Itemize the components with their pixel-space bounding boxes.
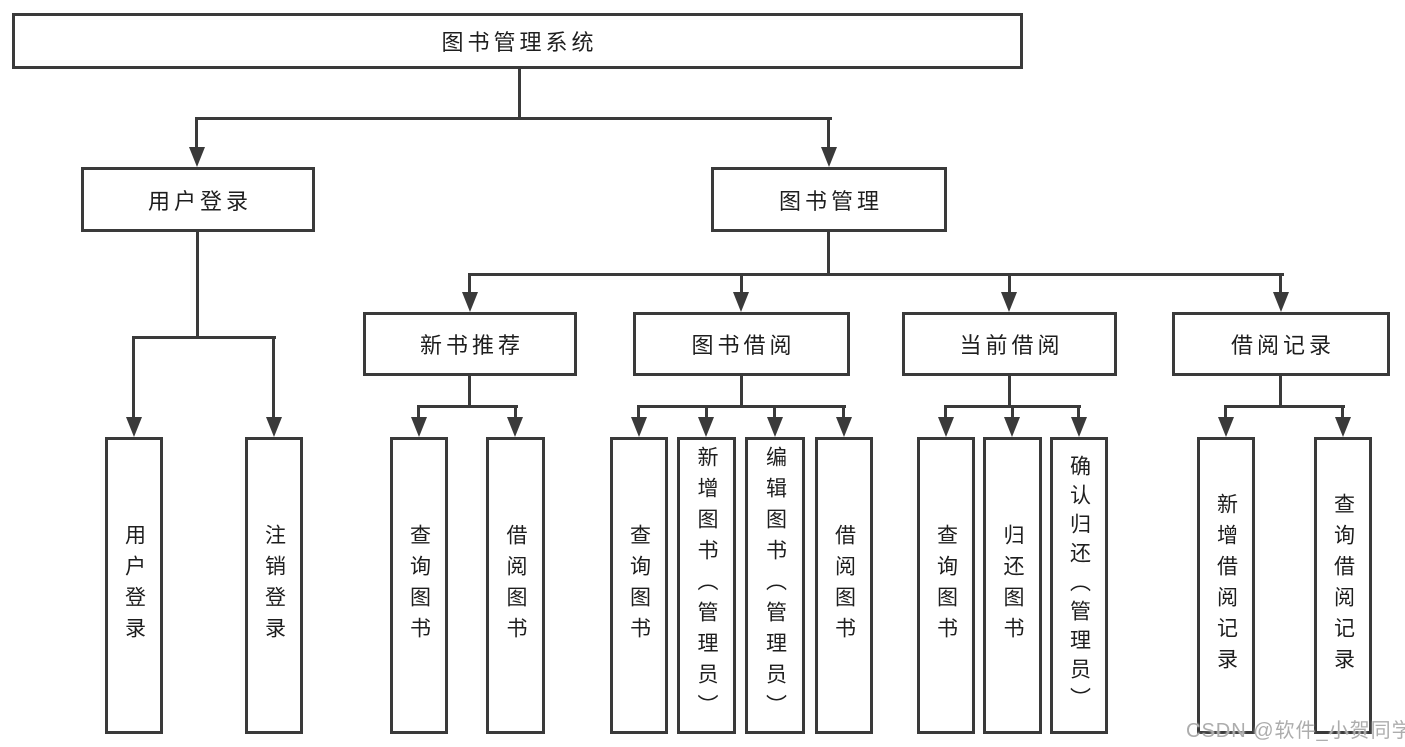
connector-line [132,336,276,339]
node-label: 新书推荐 [419,333,524,358]
node-label: 借阅记录 [1230,333,1335,358]
arrow-down-icon [1071,417,1087,437]
arrow-down-icon [1273,292,1289,312]
connector-line [827,232,830,273]
node-root-system: 图书管理系统 [12,13,1023,69]
arrow-down-icon [821,147,837,167]
node-label: 编辑图书（管理员） [763,446,787,725]
connector-line [773,405,776,419]
csdn-watermark: CSDN @软件_小贺同学 [1186,720,1405,742]
node-label: 查询图书 [627,523,651,648]
arrow-down-icon [938,417,954,437]
connector-line [468,273,1284,276]
node-label: 查询图书 [407,523,431,648]
connector-line [637,405,640,419]
connector-line [514,405,517,419]
connector-line [637,405,846,408]
connector-line [468,376,471,408]
node-book-management: 图书管理 [711,167,947,232]
connector-line [1011,405,1014,419]
node-borrowing-records: 借阅记录 [1172,312,1390,376]
connector-line [1008,273,1011,293]
node-leaf-user-login: 用户登录 [105,437,163,734]
arrow-down-icon [631,417,647,437]
node-label: 当前借阅 [959,333,1064,358]
connector-line [132,336,135,418]
connector-line [468,273,471,293]
node-leaf-borrow-books-recommend: 借阅图书 [486,437,545,734]
node-label: 新增借阅记录 [1214,492,1238,679]
arrow-down-icon [189,147,205,167]
node-leaf-query-books-borrowing: 查询图书 [610,437,668,734]
connector-line [1008,376,1011,408]
arrow-down-icon [698,417,714,437]
node-label: 借阅图书 [504,523,527,648]
connector-line [195,117,832,120]
node-label: 图书借阅 [691,333,796,358]
node-leaf-logout: 注销登录 [245,437,303,734]
node-label: 用户登录 [122,523,146,648]
node-label: 借阅图书 [832,523,856,648]
connector-line [272,336,275,418]
arrow-down-icon [507,417,523,437]
connector-line [1341,405,1344,419]
arrow-down-icon [462,292,478,312]
connector-line [417,405,518,408]
arrow-down-icon [1001,292,1017,312]
node-user-login: 用户登录 [81,167,315,232]
node-book-borrowing: 图书借阅 [633,312,850,376]
arrow-down-icon [836,417,852,437]
connector-line [842,405,845,419]
connector-line [944,405,947,419]
arrow-down-icon [411,417,427,437]
node-label: 注销登录 [262,523,286,648]
connector-line [740,376,743,408]
node-label: 归还图书 [1001,523,1024,648]
connector-line [827,117,830,148]
node-leaf-add-borrow-record: 新增借阅记录 [1197,437,1255,734]
arrow-down-icon [126,417,142,437]
node-current-borrowing: 当前借阅 [902,312,1117,376]
arrow-down-icon [1335,417,1351,437]
connector-line [417,405,420,419]
node-label: 查询借阅记录 [1331,492,1355,679]
connector-line [1224,405,1227,419]
connector-line [518,68,521,117]
connector-line [705,405,708,419]
node-leaf-query-books-current: 查询图书 [917,437,975,734]
node-label: 用户登录 [147,188,252,214]
connector-line [195,117,198,148]
arrow-down-icon [767,417,783,437]
node-label: 图书管理 [778,188,883,214]
node-label: 确认归还（管理员） [1067,455,1091,716]
node-label: 图书管理系统 [441,30,598,55]
connector-line [1279,273,1282,293]
node-leaf-return-books: 归还图书 [983,437,1042,734]
connector-line [1279,376,1282,408]
connector-line [196,232,199,336]
arrow-down-icon [1218,417,1234,437]
node-leaf-edit-books-admin: 编辑图书（管理员） [745,437,805,734]
node-new-book-recommend: 新书推荐 [363,312,577,376]
connector-line [1224,405,1345,408]
node-leaf-borrow-books: 借阅图书 [815,437,873,734]
arrow-down-icon [266,417,282,437]
connector-line [740,273,743,293]
node-leaf-query-books-recommend: 查询图书 [390,437,448,734]
node-leaf-confirm-return-admin: 确认归还（管理员） [1050,437,1108,734]
connector-line [1077,405,1080,419]
arrow-down-icon [733,292,749,312]
node-leaf-query-borrow-record: 查询借阅记录 [1314,437,1372,734]
node-label: 查询图书 [934,523,958,648]
node-label: 新增图书（管理员） [695,446,718,725]
node-leaf-add-books-admin: 新增图书（管理员） [677,437,736,734]
arrow-down-icon [1004,417,1020,437]
